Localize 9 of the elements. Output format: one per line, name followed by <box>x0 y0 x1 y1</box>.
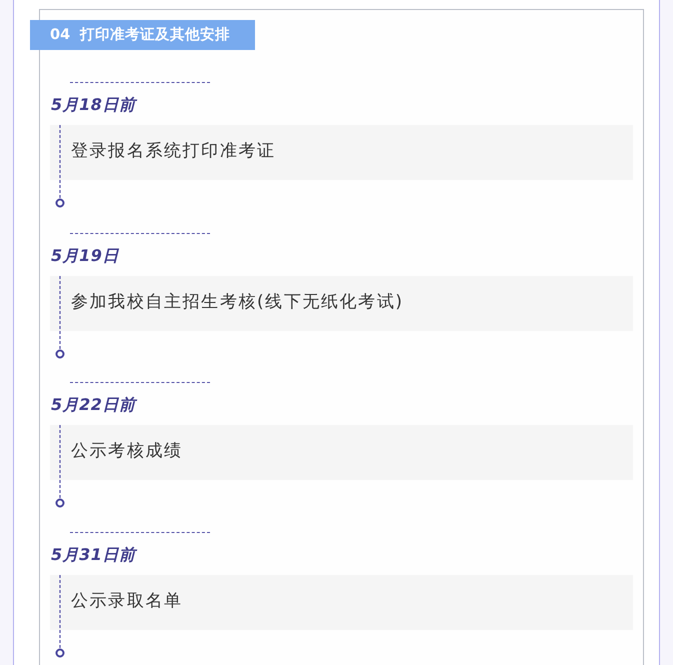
title-banner: 04 打印准考证及其他安排 <box>30 20 255 50</box>
step-box: 公示考核成绩 <box>50 425 633 480</box>
step-box: 参加我校自主招生考核(线下无纸化考试) <box>50 276 633 331</box>
date-heading: 5月22日前 <box>51 394 136 416</box>
date-heading: 5月19日 <box>51 245 119 267</box>
date-heading: 5月18日前 <box>51 94 136 116</box>
date-heading: 5月31日前 <box>51 544 136 566</box>
step-box: 公示录取名单 <box>50 575 633 630</box>
step-box: 登录报名系统打印准考证 <box>50 125 633 180</box>
